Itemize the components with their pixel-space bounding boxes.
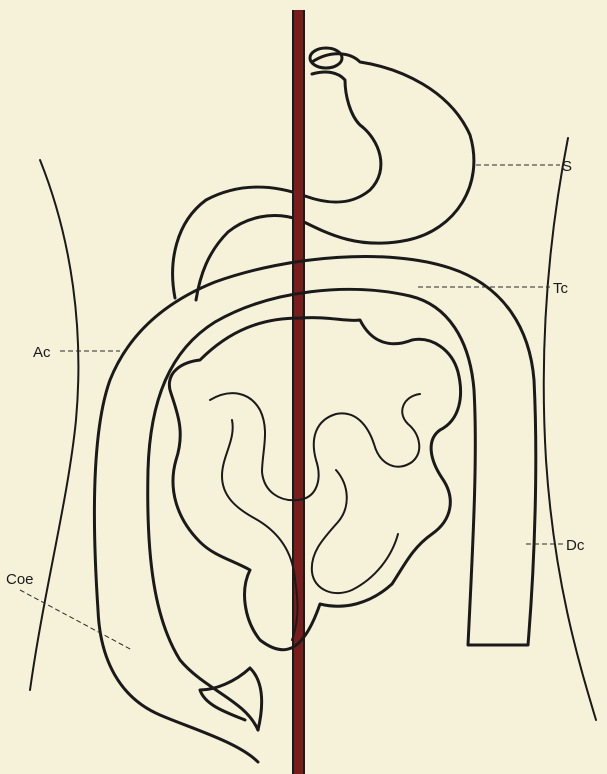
small-intestine [169, 318, 460, 650]
stomach-label: S [562, 158, 572, 175]
midline-bar-edge-left [292, 10, 294, 774]
ascending-colon-label: Ac [33, 344, 51, 361]
caecum-label: Coe [6, 571, 34, 588]
stomach-cardia [310, 48, 342, 68]
transverse-colon-label: Tc [553, 280, 569, 297]
midline-bar [294, 10, 303, 774]
body-outline-right [544, 138, 596, 720]
colon-outer [94, 257, 535, 762]
descending-colon-label: Dc [566, 537, 585, 554]
midline-bar-edge-right [303, 10, 305, 774]
small-intestine-inner [210, 393, 420, 640]
body-outline-left [30, 160, 78, 690]
